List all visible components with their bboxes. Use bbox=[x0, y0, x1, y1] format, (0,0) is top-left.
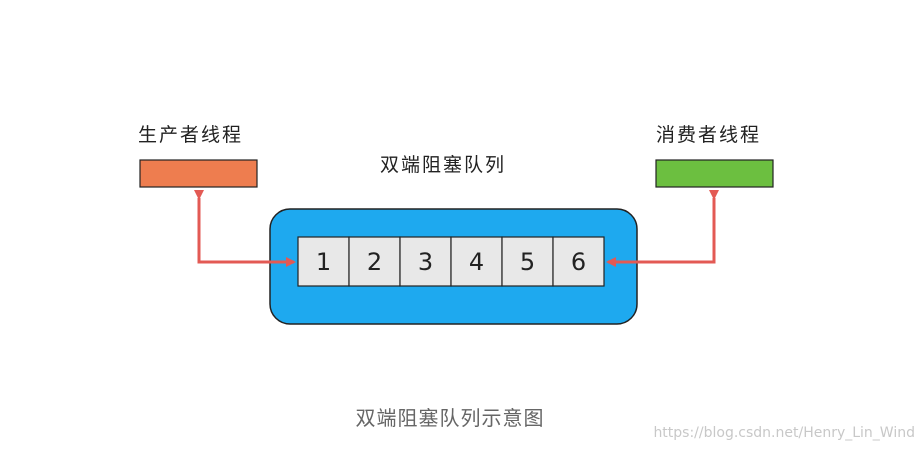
queue-cell-label: 6 bbox=[571, 248, 586, 276]
figure-caption: 双端阻塞队列示意图 bbox=[355, 406, 545, 430]
queue-cell bbox=[552, 236, 605, 287]
queue-cell bbox=[348, 236, 401, 287]
consumer-arrow bbox=[606, 190, 719, 267]
queue-title: 双端阻塞队列 bbox=[380, 154, 507, 176]
queue-cell bbox=[501, 236, 554, 287]
queue-cell-label: 5 bbox=[520, 248, 535, 276]
producer-label: 生产者线程 bbox=[138, 124, 244, 146]
queue-cell bbox=[450, 236, 503, 287]
queue-cell-label: 4 bbox=[469, 248, 484, 276]
queue-cell-label: 1 bbox=[316, 248, 331, 276]
queue-cell bbox=[399, 236, 452, 287]
consumer-block bbox=[655, 159, 774, 188]
queue-cell-label: 2 bbox=[367, 248, 382, 276]
watermark: https://blog.csdn.net/Henry_Lin_Wind bbox=[653, 425, 915, 441]
consumer-label: 消费者线程 bbox=[656, 124, 762, 146]
queue-cell-label: 3 bbox=[418, 248, 433, 276]
queue-cell bbox=[297, 236, 350, 287]
producer-block bbox=[139, 159, 258, 188]
queue-cells: 1 2 3 4 5 6 bbox=[297, 236, 605, 287]
producer-arrow bbox=[194, 190, 296, 267]
